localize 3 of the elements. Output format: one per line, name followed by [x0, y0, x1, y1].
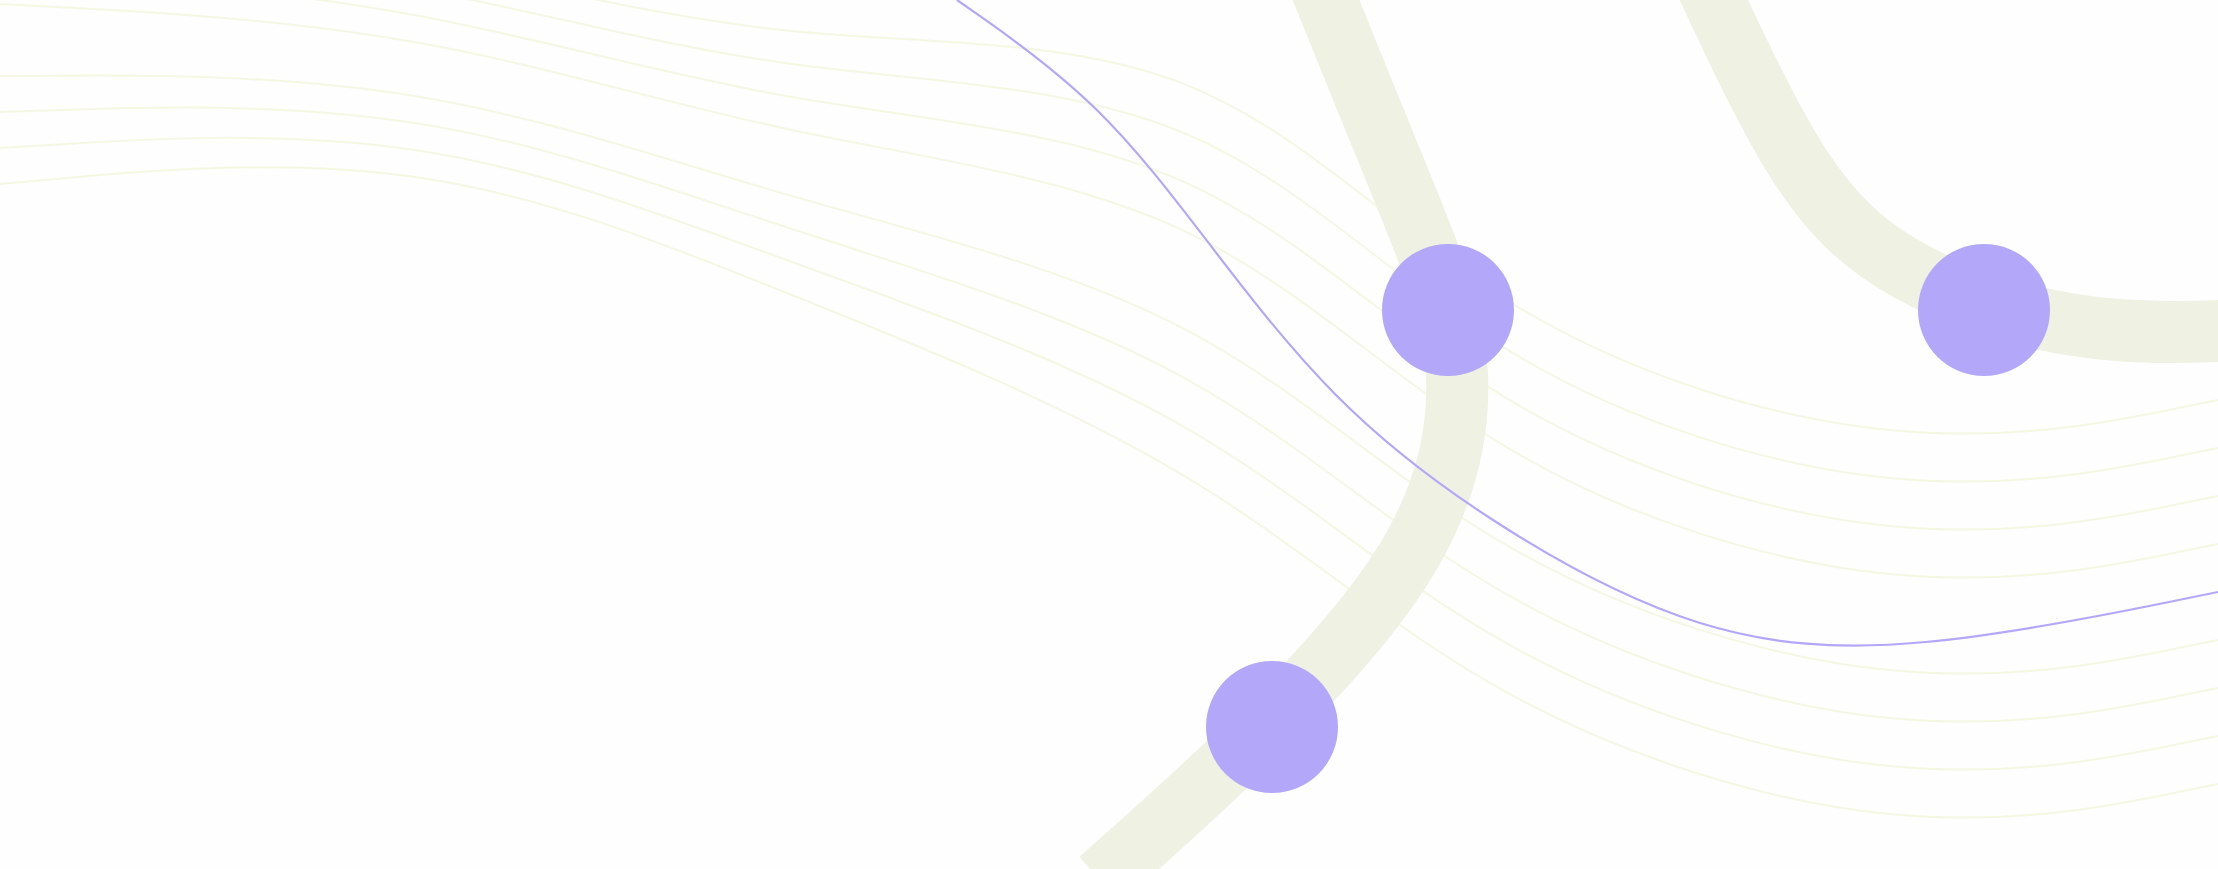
dot-marker	[1382, 244, 1514, 376]
dot-marker	[1918, 244, 2050, 376]
dot-marker	[1206, 661, 1338, 793]
